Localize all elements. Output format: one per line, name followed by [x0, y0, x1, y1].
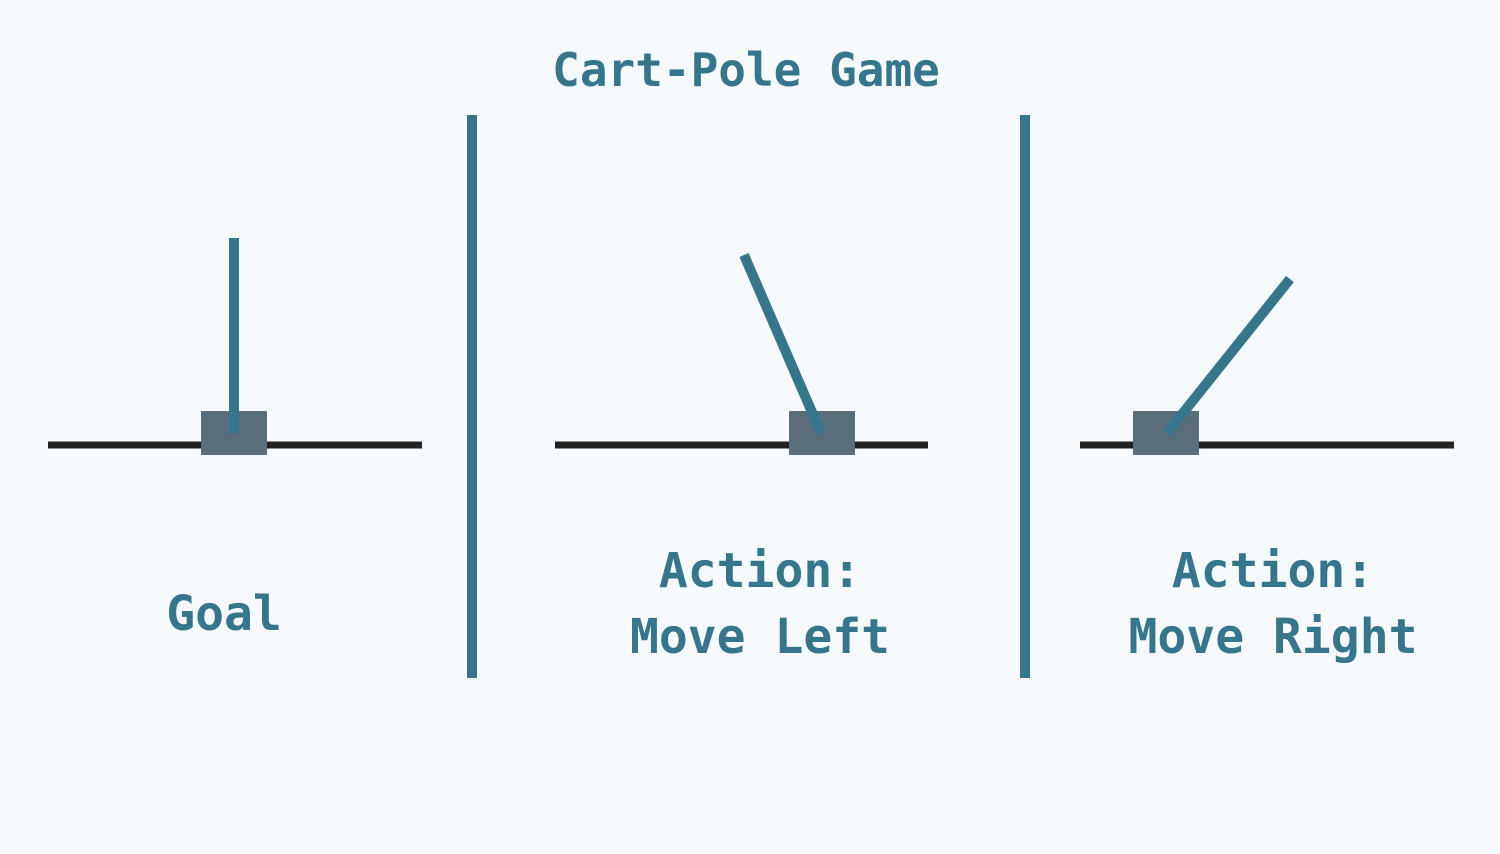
panel-label: Goal: [166, 586, 282, 642]
diagram-title: Cart-Pole Game: [552, 43, 940, 97]
panel-goal: Goal: [48, 238, 422, 642]
panel-label-line-2: Move Left: [630, 609, 890, 665]
panel-move-right: Action: Move Right: [1080, 275, 1454, 665]
cart: [789, 411, 855, 455]
panel-label-line-2: Move Right: [1129, 609, 1418, 665]
pole: [739, 253, 826, 435]
pole: [1163, 275, 1294, 437]
cart: [1133, 411, 1199, 455]
panel-label-line-1: Action:: [659, 543, 861, 599]
panel-move-left: Action: Move Left: [555, 253, 928, 665]
panel-label-line-1: Action:: [1172, 543, 1374, 599]
